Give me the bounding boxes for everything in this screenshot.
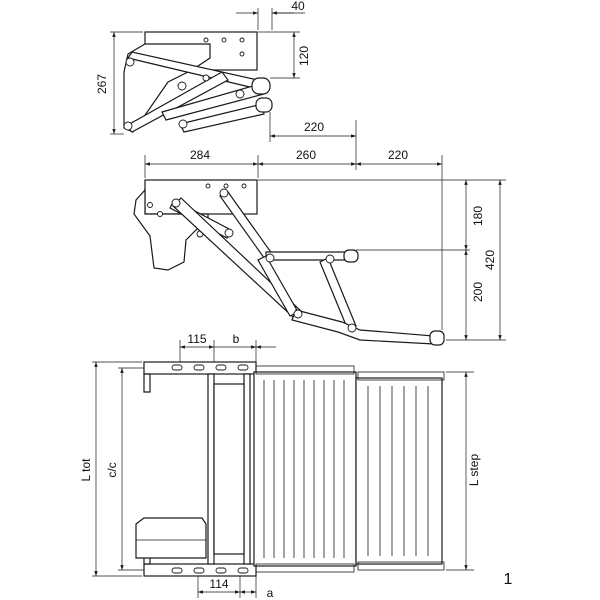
pivot-pin <box>265 253 275 263</box>
slot-hole <box>215 364 227 371</box>
pivot-pin <box>293 309 303 319</box>
dim-label-114: 114 <box>209 577 228 591</box>
dim-label-115: 115 <box>187 332 206 346</box>
pivot-pin <box>235 89 245 99</box>
pivot-pin <box>219 188 229 198</box>
upper-step-end-cap <box>343 249 359 263</box>
arm-rail <box>243 373 251 565</box>
upper-step-tube <box>265 251 351 261</box>
step-plan-view: 115 b <box>79 332 481 600</box>
slot-hole <box>215 567 227 574</box>
pivot-pin <box>123 121 133 131</box>
dim-label-284: 284 <box>190 148 210 162</box>
lower-step-tube <box>291 309 435 345</box>
plate-hole <box>223 183 229 189</box>
folded-roller <box>255 97 273 113</box>
folded-step-view: 267 120 40 220 <box>95 0 357 170</box>
dim-label-cc: c/c <box>105 462 119 477</box>
lower-step-edge <box>357 561 445 571</box>
dim-label-b: b <box>233 332 240 346</box>
slot-hole <box>171 364 183 371</box>
dim-label-l-step: L step <box>467 454 481 487</box>
bracket-hole <box>147 202 153 208</box>
dim-label-220-top: 220 <box>304 120 324 134</box>
bracket-hole <box>157 211 163 217</box>
plate-hole <box>205 183 211 189</box>
dim-label-200: 200 <box>471 282 485 302</box>
folded-arm-bottom <box>179 103 265 133</box>
upper-step-ribs <box>263 380 345 558</box>
lower-step-end-cap <box>429 330 445 346</box>
slot-hole <box>237 364 249 371</box>
folded-arm-lower <box>125 71 229 133</box>
dim-label-267: 267 <box>95 74 109 94</box>
plate-hole <box>241 183 247 189</box>
deployed-side-bracket <box>133 188 209 271</box>
lower-step-ribs <box>367 386 429 556</box>
dim-label-220-mid: 220 <box>388 148 408 162</box>
slot-hole <box>171 567 183 574</box>
upper-step-tread <box>253 371 357 567</box>
arm-rail-gap <box>213 383 245 555</box>
pivot-pin <box>171 198 181 208</box>
slot-hole <box>193 364 205 371</box>
plate-hole <box>239 51 245 57</box>
upper-step-edge <box>255 365 355 375</box>
dim-label-260: 260 <box>296 148 316 162</box>
upper-step-edge <box>255 563 355 573</box>
deployed-step-side-view: 284 260 220 <box>133 148 506 346</box>
lower-step-tread <box>355 377 443 565</box>
pivot-pin <box>178 119 188 129</box>
lower-step-edge <box>357 371 445 381</box>
plate-hole <box>221 37 227 43</box>
pivot-pin <box>325 254 335 264</box>
pivot-pin <box>177 81 187 91</box>
pivot-pin <box>347 323 357 333</box>
dim-label-120: 120 <box>297 46 311 66</box>
figure-number: 1 <box>504 571 513 588</box>
pivot-pin <box>224 228 234 238</box>
folded-roller <box>251 77 271 95</box>
slot-hole <box>193 567 205 574</box>
dim-label-a: a <box>267 586 274 600</box>
plate-hole <box>203 37 209 43</box>
plate-hole <box>239 37 245 43</box>
dim-label-420: 420 <box>483 250 497 270</box>
side-tab <box>143 373 151 393</box>
pivot-pin <box>125 57 135 67</box>
pivot-pin <box>202 74 210 82</box>
motor-housing <box>135 517 207 559</box>
dim-label-180: 180 <box>471 206 485 226</box>
arm-rail <box>207 373 215 565</box>
dim-label-40: 40 <box>291 0 305 13</box>
dim-label-l-tot: L tot <box>79 458 93 482</box>
arm-lower-link <box>257 255 299 317</box>
slot-hole <box>237 567 249 574</box>
